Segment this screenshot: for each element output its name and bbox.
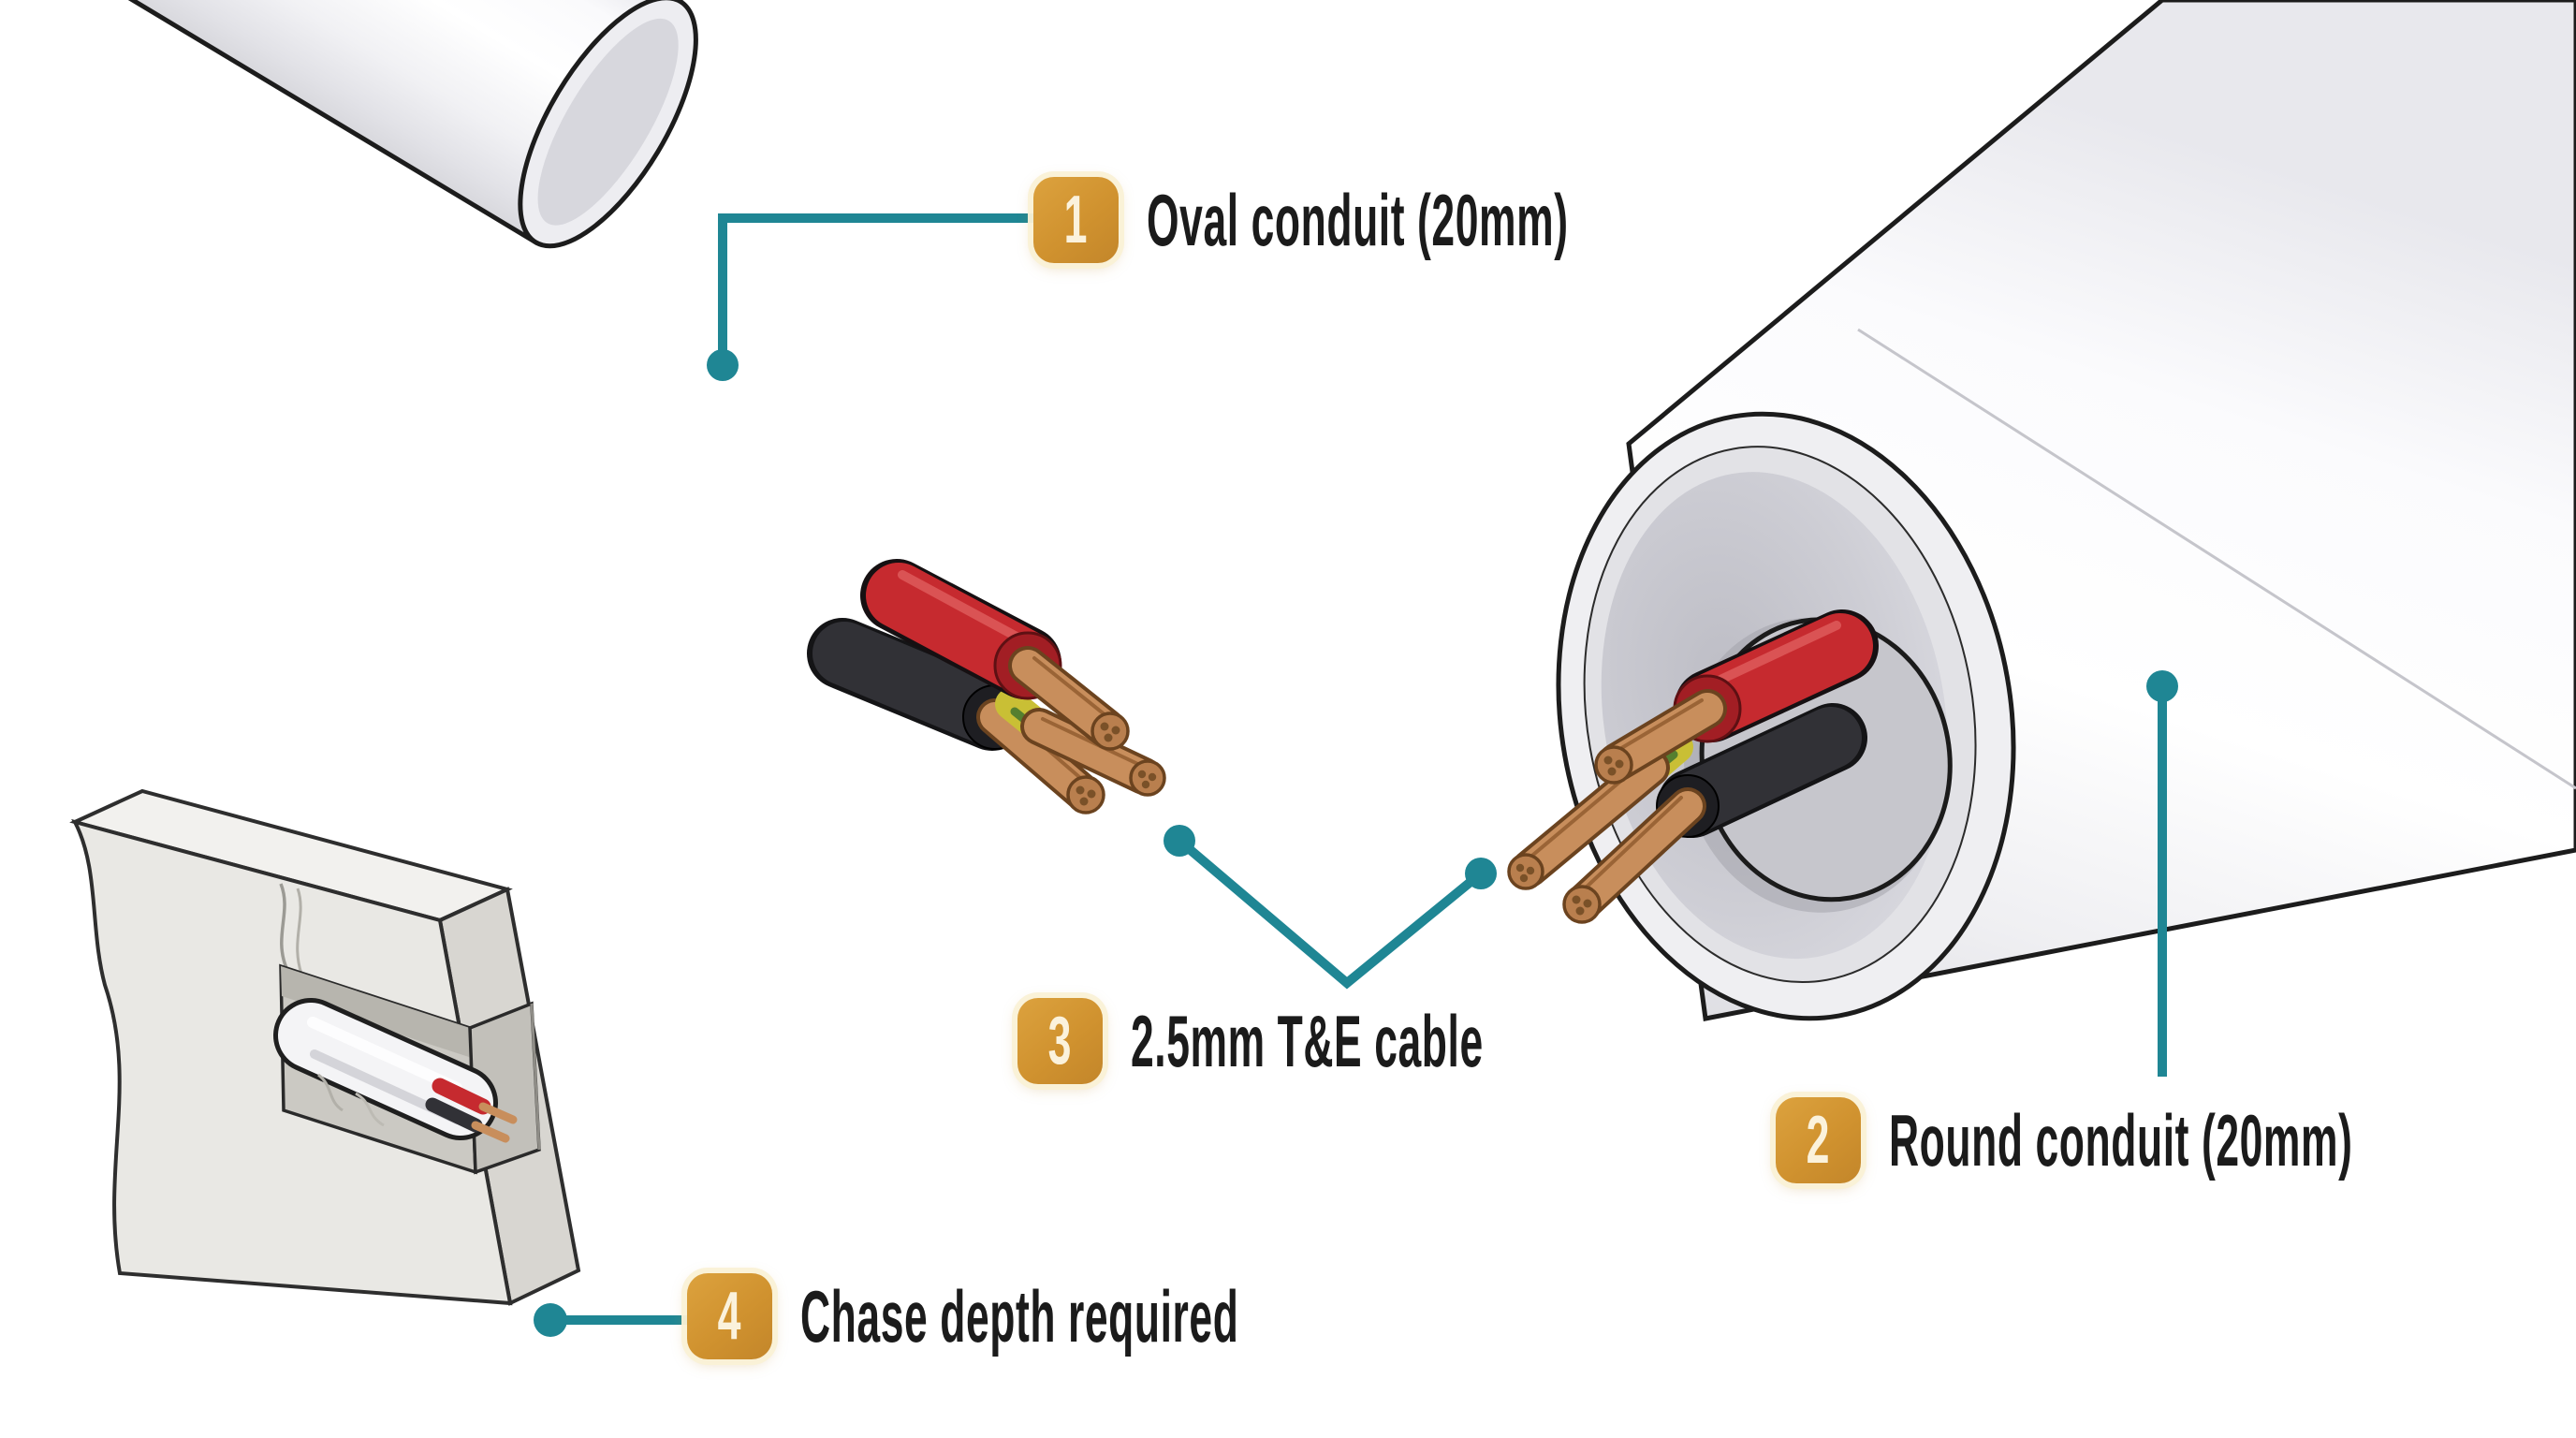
copper-conductor: [1507, 853, 1544, 890]
chase-cable-neutral: [425, 1097, 483, 1133]
chase-cable-live: [432, 1078, 491, 1115]
callout-label: Chase depth required: [800, 1274, 1239, 1357]
leader-dot-1: [707, 349, 739, 381]
round-conduit-cable-wires: [1507, 609, 1879, 924]
callout-oval-conduit: 1 Oval conduit (20mm): [1033, 177, 1886, 263]
callout-number: 2: [1807, 1103, 1830, 1178]
round-conduit-illustration: [1507, 0, 2576, 1021]
callout-label: Round conduit (20mm): [1889, 1098, 2353, 1181]
copper-conductor: [1594, 745, 1633, 785]
callout-chase-depth: 4 Chase depth required: [687, 1273, 1570, 1359]
leader-line-1: [718, 213, 1033, 365]
callout-number: 4: [718, 1279, 741, 1354]
leader-dot-2: [2146, 670, 2178, 702]
background-conduit-section: [0, 0, 698, 249]
oval-conduit-cable-wires: [807, 559, 1166, 814]
leader-dots: [534, 349, 2178, 1337]
leader-line-3: [1176, 837, 1485, 990]
callout-badge-1: 1: [1033, 177, 1119, 263]
callout-badge-4: 4: [687, 1273, 772, 1359]
copper-conductor: [1090, 712, 1130, 751]
leader-dot-3a: [1164, 825, 1195, 857]
callout-number: 1: [1064, 183, 1088, 257]
copper-conductor: [1129, 759, 1166, 797]
copper-conductor: [1562, 885, 1602, 924]
callout-te-cable: 3 2.5mm T&E cable: [1017, 998, 1749, 1084]
callout-label: 2.5mm T&E cable: [1131, 999, 1484, 1082]
copper-conductor: [1066, 775, 1105, 814]
leader-lines: [550, 213, 2167, 1325]
leader-dot-4: [534, 1303, 567, 1337]
callout-number: 3: [1048, 1004, 1072, 1078]
wall-chase-illustration: [69, 788, 581, 1306]
neutral-wire: [1663, 707, 1862, 833]
oval-conduit-illustration: [807, 559, 1166, 814]
callout-round-conduit: 2 Round conduit (20mm): [1776, 1097, 2576, 1183]
callout-label: Oval conduit (20mm): [1147, 178, 1569, 261]
leader-dot-3b: [1465, 858, 1497, 889]
callout-badge-2: 2: [1776, 1097, 1861, 1183]
callout-badge-3: 3: [1017, 998, 1103, 1084]
